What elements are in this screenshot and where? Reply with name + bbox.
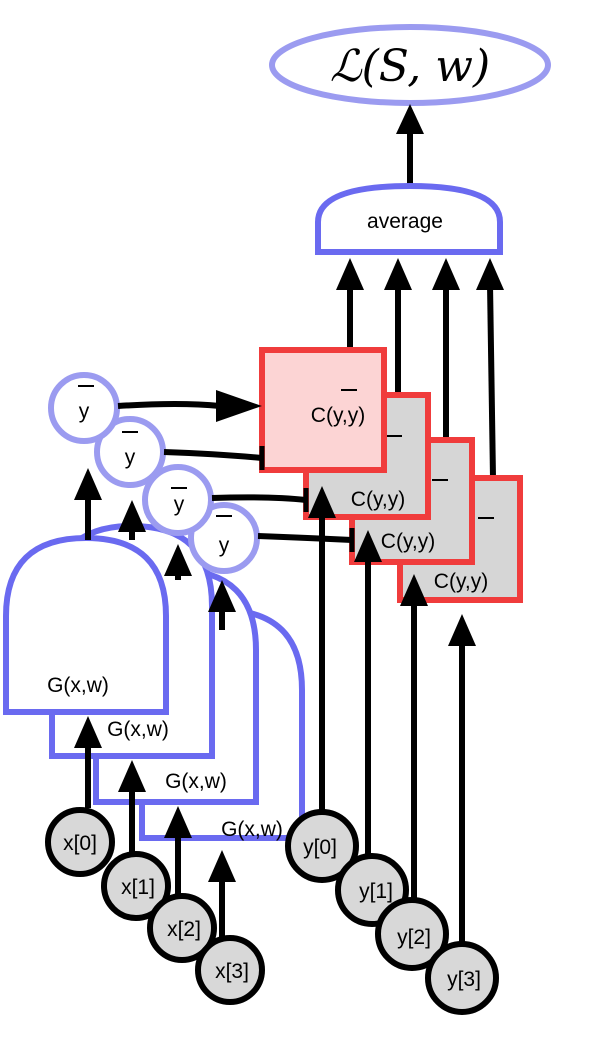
average-node: average — [315, 182, 503, 255]
x-input-label-2: x[2] — [167, 918, 201, 941]
ybar-label-2: y — [174, 493, 185, 516]
y-input-node-0: y[0] — [285, 809, 359, 883]
arrows-y-to-critics — [308, 486, 476, 946]
critic-label-0: C(y,y) — [311, 404, 365, 427]
x-input-node-0: x[0] — [45, 807, 115, 877]
y-input-label-3: y[3] — [447, 968, 481, 991]
arrows-ybar-to-critics — [117, 390, 355, 552]
ybar-label-0: y — [79, 400, 90, 423]
x-input-node-1: x[1] — [101, 851, 171, 921]
ybar-node-3: y — [188, 502, 260, 574]
ybar-node-0: y — [48, 372, 120, 444]
y-input-label-0: y[0] — [303, 836, 337, 859]
x-input-label-0: x[0] — [63, 832, 97, 855]
x-input-label-1: x[1] — [121, 876, 155, 899]
generator-label-0: G(x,w) — [47, 674, 109, 697]
ybar-label-3: y — [219, 534, 230, 557]
y-input-node-2: y[2] — [375, 897, 449, 971]
ybar-node-2: y — [142, 464, 214, 536]
x-input-node-3: x[3] — [195, 935, 265, 1005]
average-label: average — [367, 210, 443, 233]
arrow-average-to-loss — [396, 104, 424, 188]
generator-label-2: G(x,w) — [165, 770, 227, 793]
y-input-node-3: y[3] — [425, 941, 499, 1015]
critic-label-3: C(y,y) — [434, 570, 488, 593]
generator-block-0: G(x,w) — [3, 534, 169, 715]
y-input-label-2: y[2] — [397, 926, 431, 949]
x-input-label-3: x[3] — [215, 960, 249, 983]
generator-label-1: G(x,w) — [107, 718, 169, 741]
critic-box-0: C(y,y) — [259, 347, 387, 473]
arrows-generators-to-ybar — [74, 468, 236, 630]
y-input-label-1: y[1] — [359, 880, 393, 903]
loss-label: ℒ(S, w) — [330, 41, 490, 92]
loss-node: ℒ(S, w) — [269, 24, 551, 106]
x-input-node-2: x[2] — [147, 893, 217, 963]
ybar-node-1: y — [94, 416, 166, 488]
generator-label-3: G(x,w) — [221, 818, 283, 841]
ybar-label-1: y — [125, 446, 136, 469]
critic-label-2: C(y,y) — [381, 530, 435, 553]
arrows-x-to-generators — [74, 716, 236, 940]
critic-label-1: C(y,y) — [351, 488, 405, 511]
arrows-critics-to-average — [336, 258, 504, 479]
